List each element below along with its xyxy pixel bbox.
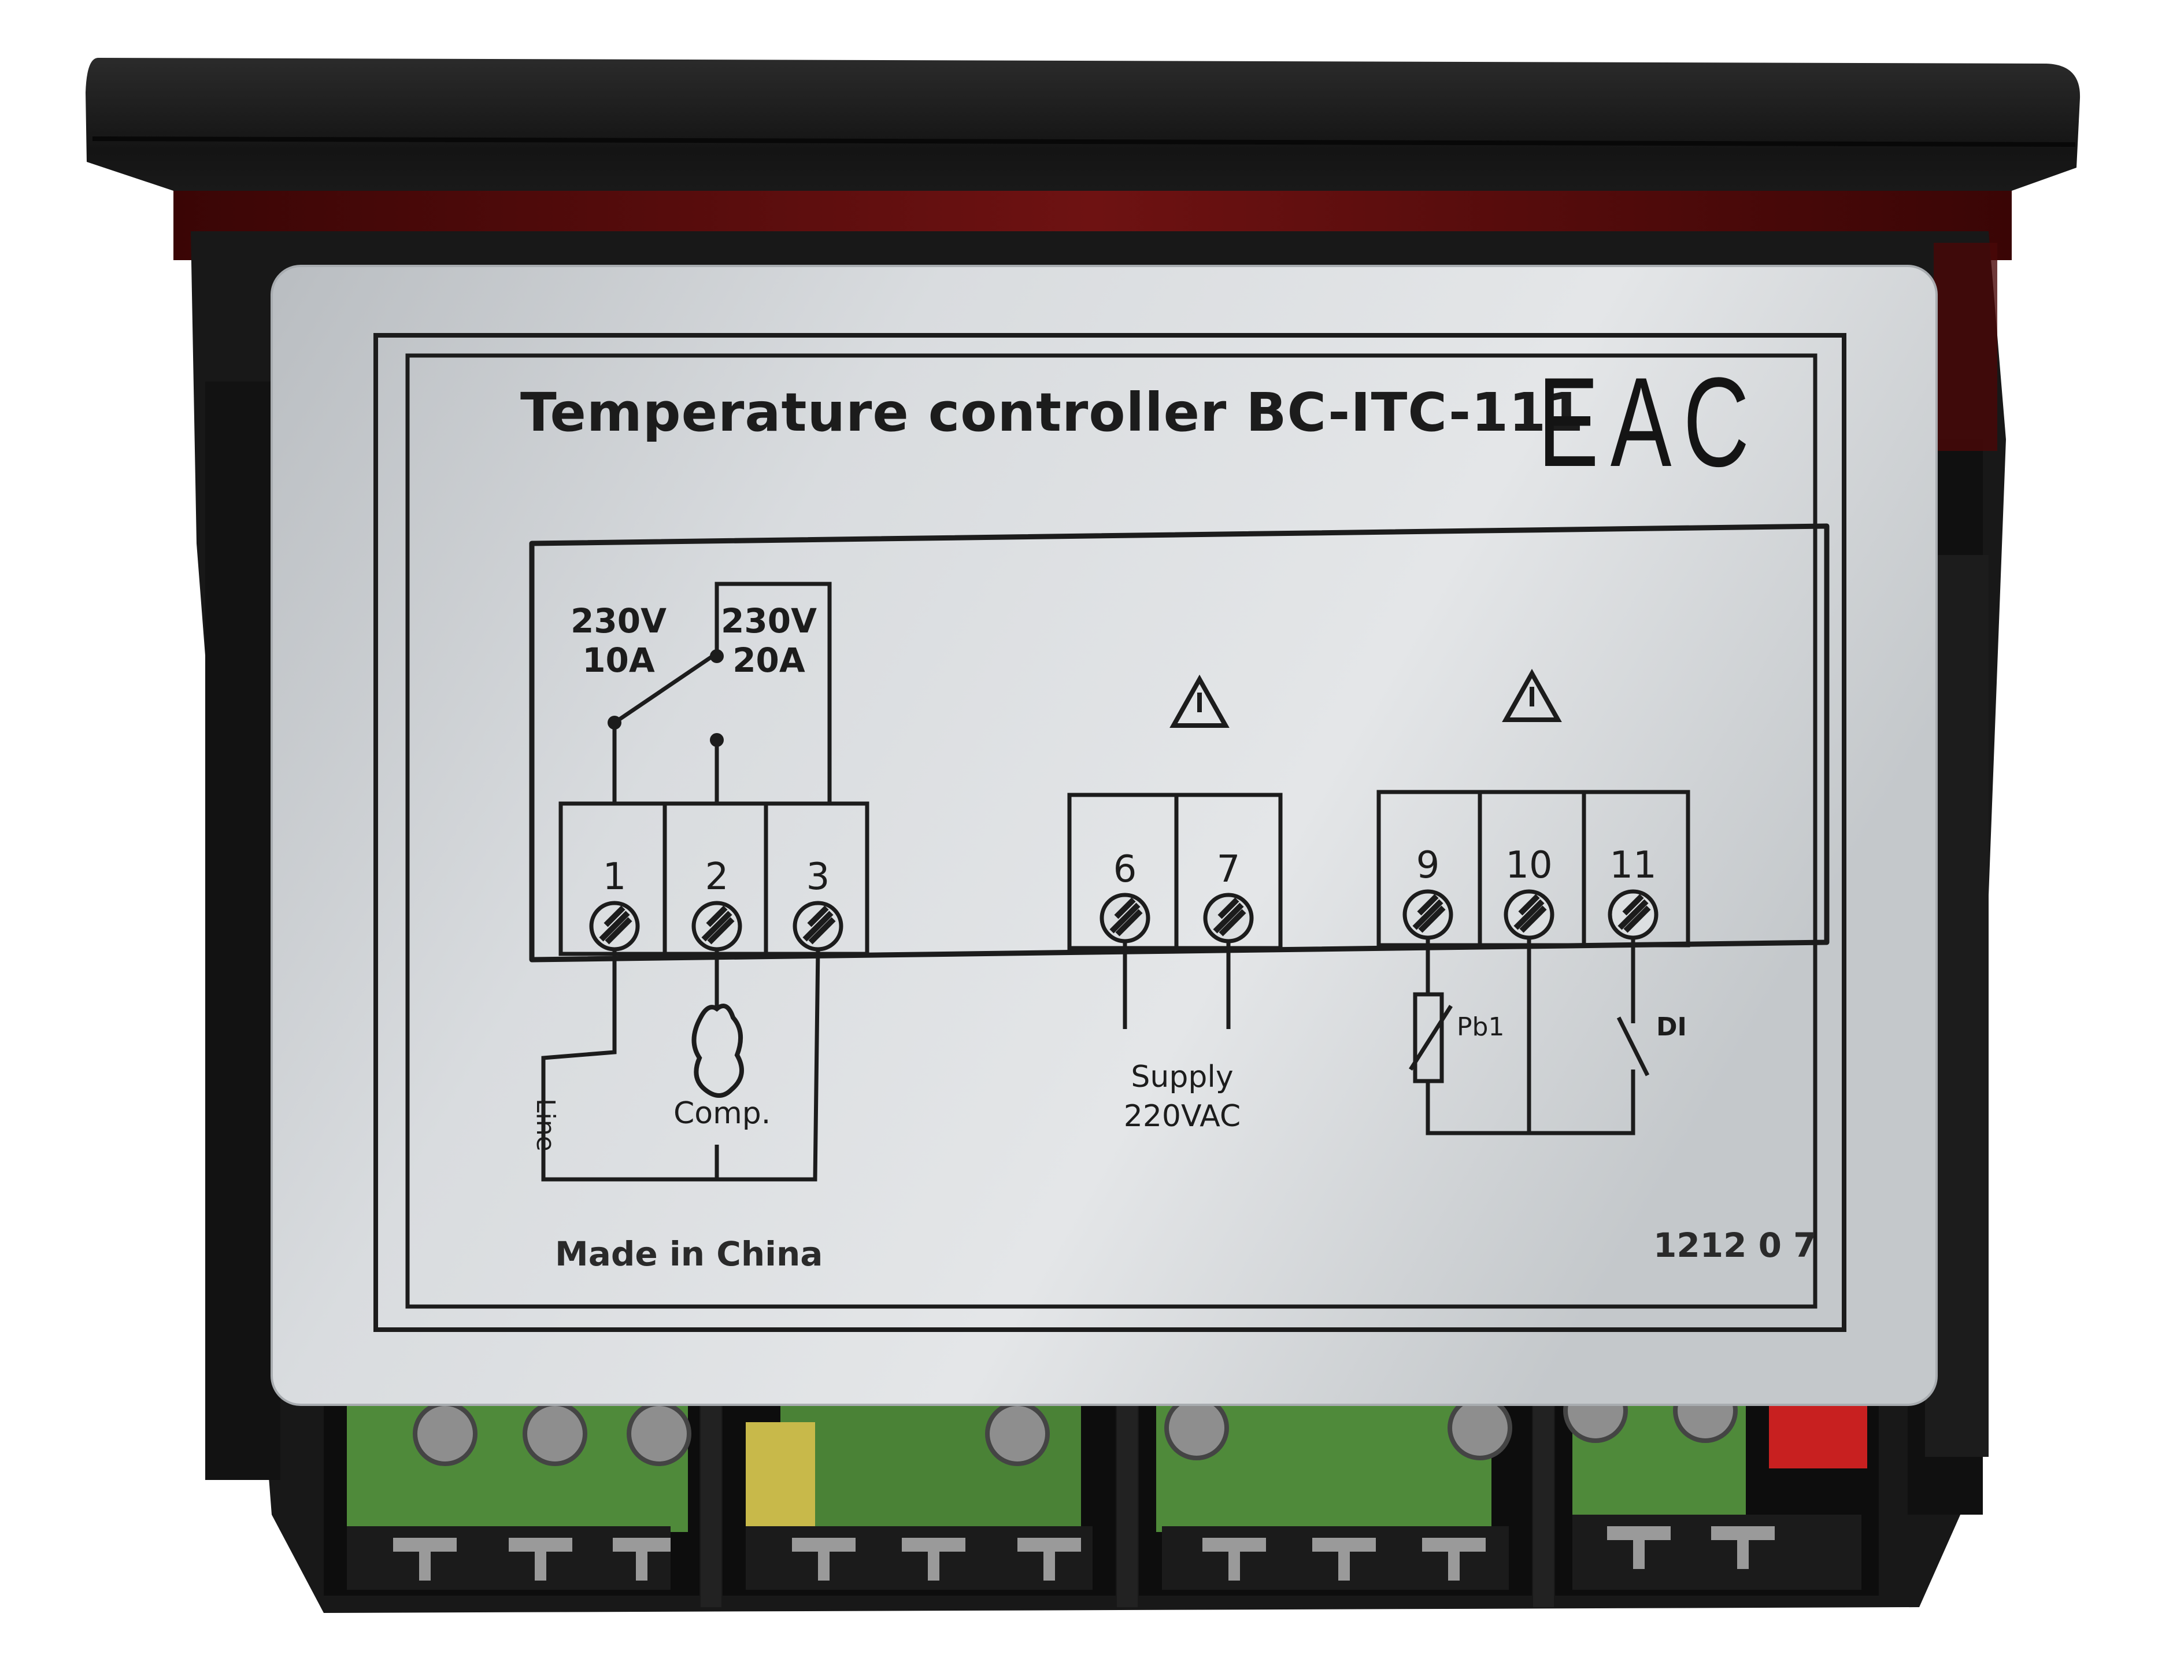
terminal-1: 1 [602,856,627,898]
made-in-label: Made in China [555,1234,823,1274]
silver-label [271,265,1938,1406]
terminal-10: 10 [1505,844,1553,887]
terminal-9: 9 [1416,844,1440,887]
terminal-11: 11 [1609,844,1657,887]
terminal-6: 6 [1113,848,1137,891]
supply-label: Supply 220VAC [1119,1058,1246,1136]
label-title: Temperature controller BC-ITC-111 [520,382,1585,443]
digital-input-label: DI [1656,1012,1687,1042]
eac-mark: EAC [1538,351,1761,493]
line-label: Line [531,1098,560,1152]
probe-label: Pb1 [1457,1012,1505,1042]
terminal-2: 2 [705,856,729,898]
no-voltage: 230V [721,601,817,641]
compressor-icon [691,1004,744,1098]
no-current: 20A [732,641,805,680]
batch-code: 1212 0 7 [1653,1226,1817,1265]
terminal-7: 7 [1216,848,1241,891]
nc-voltage: 230V [571,601,667,641]
relay-nc-rating: 230V 10A [561,601,676,680]
terminal-3: 3 [806,856,830,898]
comp-label: Comp. [673,1096,771,1131]
relay-no-rating: 230V 20A [711,601,827,680]
nc-current: 10A [582,641,655,680]
supply-voltage: 220VAC [1123,1098,1241,1134]
supply-text: Supply [1131,1060,1234,1094]
